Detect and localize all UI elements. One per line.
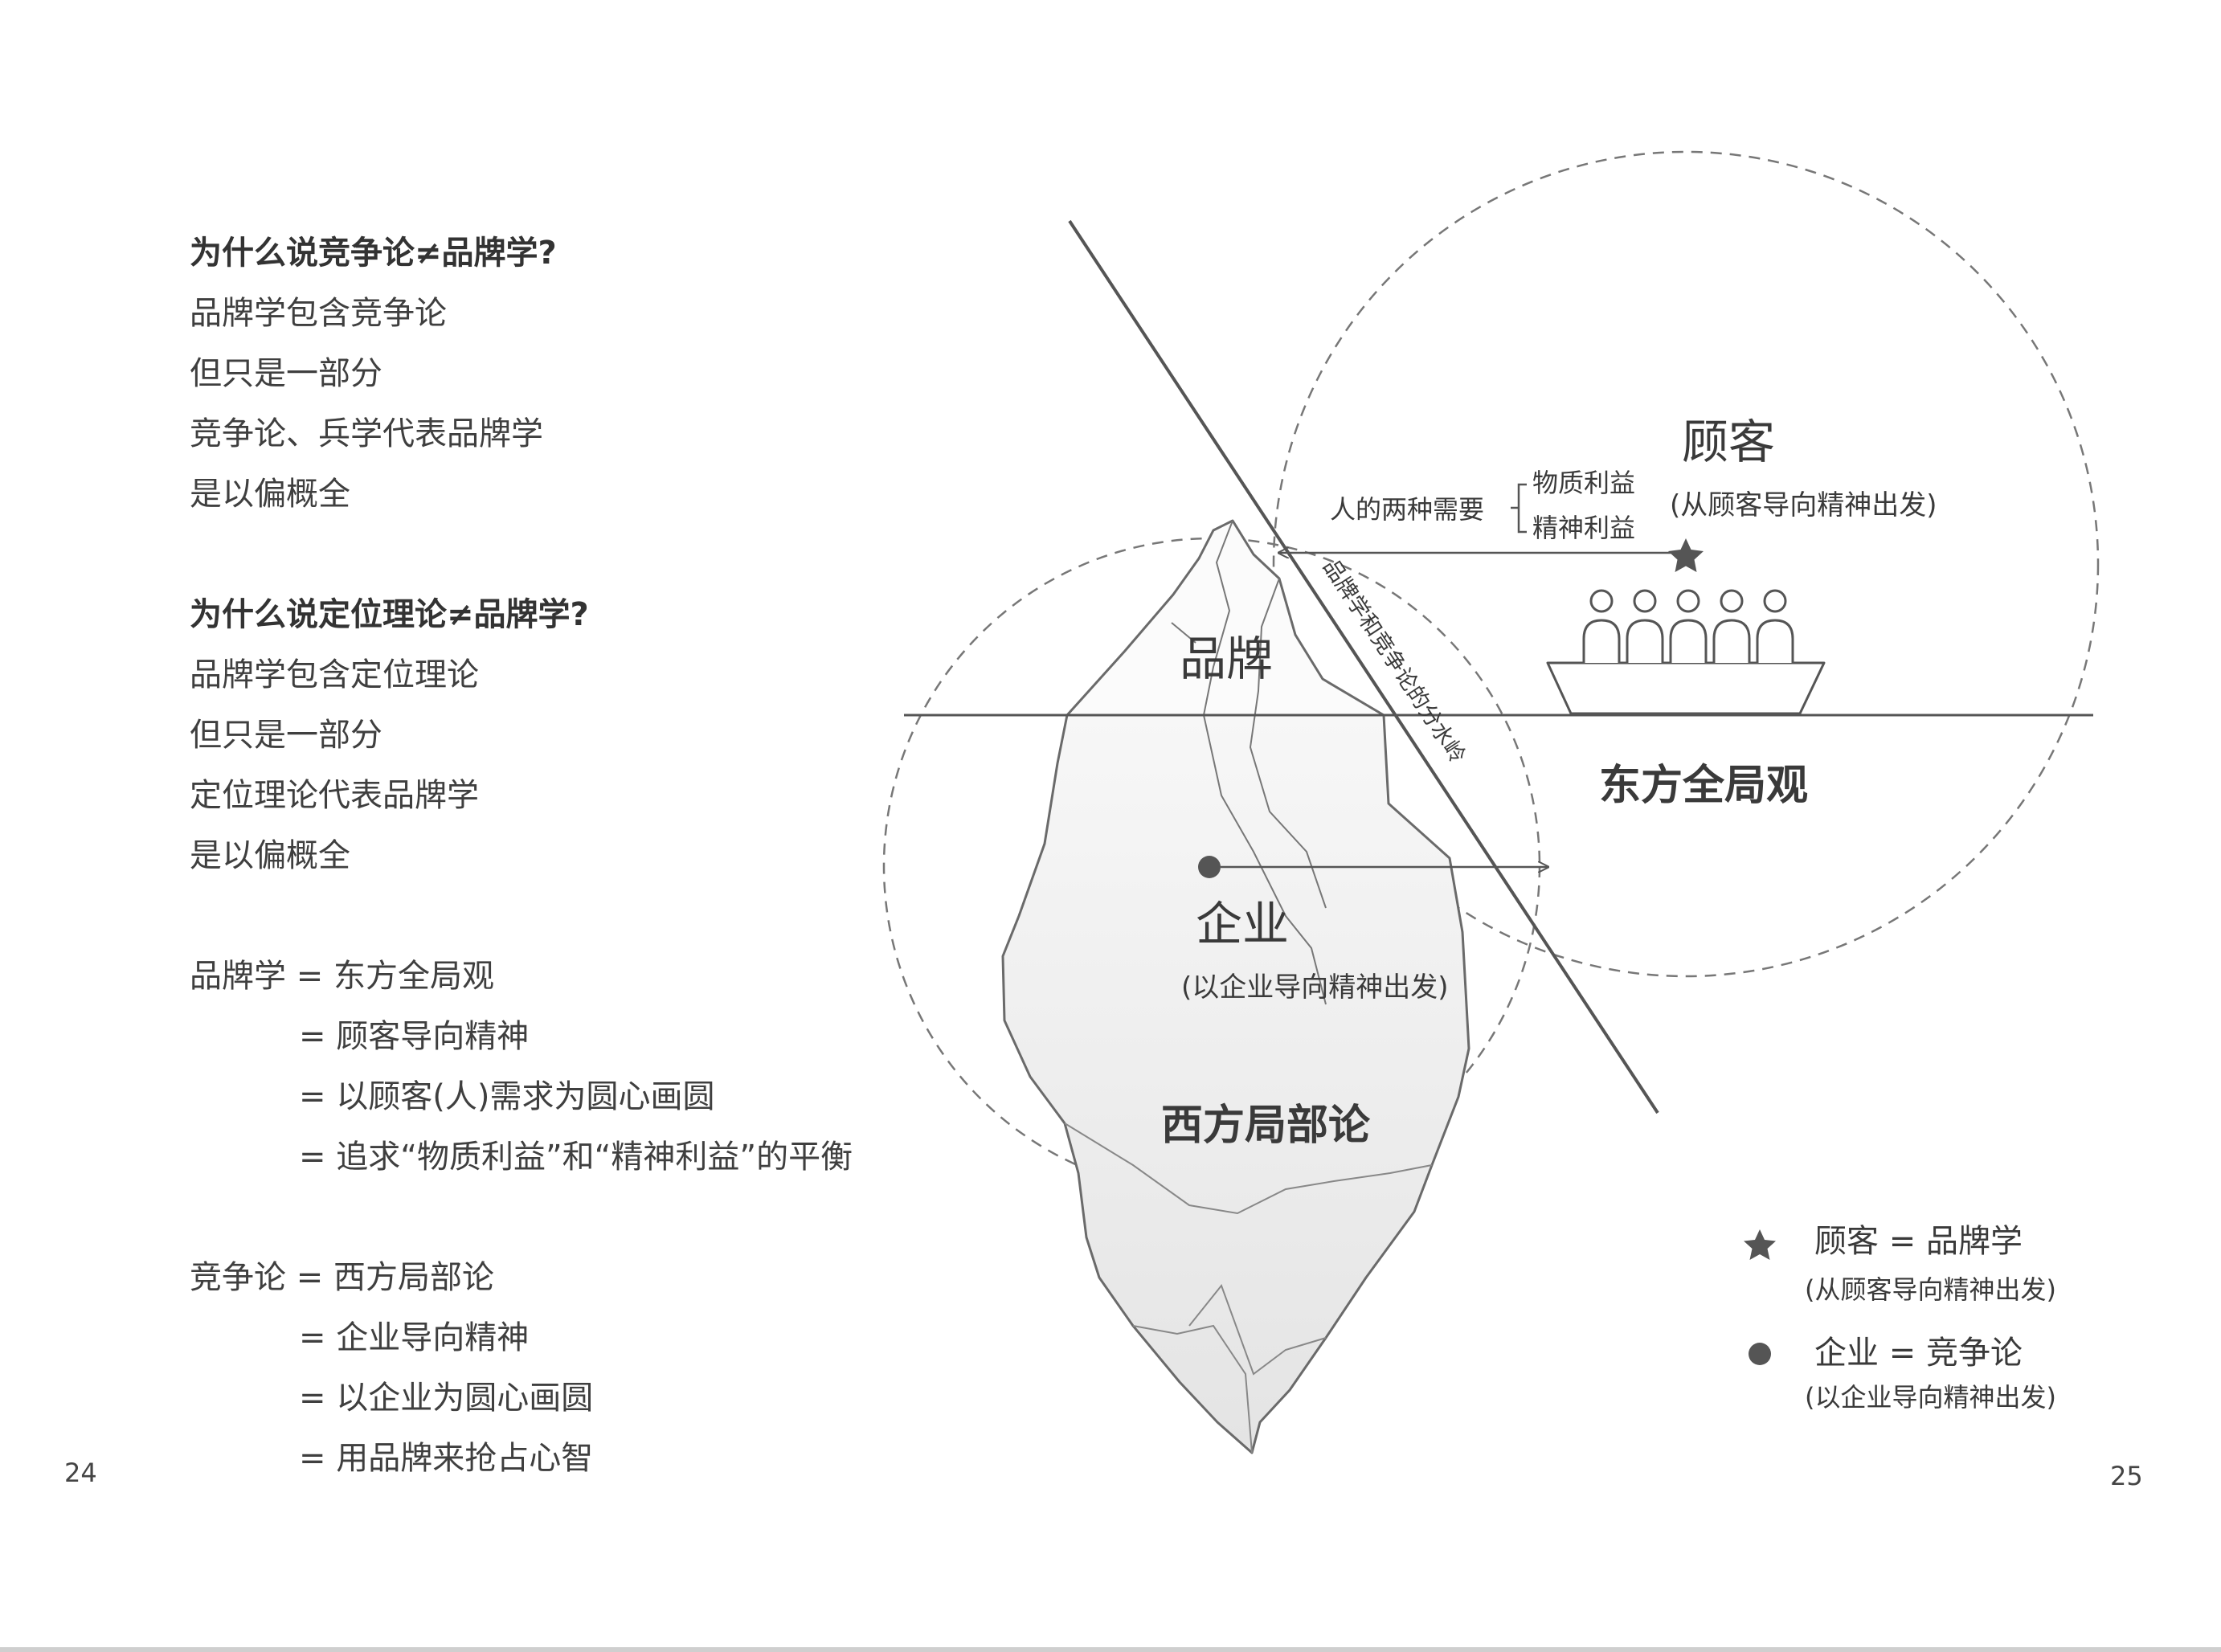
text-line: 但只是一部分 (190, 717, 382, 754)
text-line: 品牌学包含定位理论 (190, 656, 479, 693)
equation-line: = 以企业为圆心画圆 (299, 1380, 594, 1417)
iceberg-crack (1064, 1122, 1433, 1215)
need-spiritual: 精神利益 (1532, 513, 1635, 543)
customer-subtitle: (从顾客导向精神出发) (1670, 489, 1937, 521)
legend-dot-subtitle: (以企业导向精神出发) (1805, 1382, 2056, 1413)
iceberg-tip (1066, 519, 1385, 717)
iceberg-crack (1171, 622, 1196, 644)
customer-people (1582, 589, 1794, 663)
equation-line: = 以顾客(人)需求为圆心画圆 (299, 1078, 715, 1115)
page-number-right: 25 (2110, 1461, 2143, 1491)
text-line: 竞争论、兵学代表品牌学 (190, 415, 543, 452)
customer-star-icon (1668, 538, 1704, 572)
text-line: 定位理论代表品牌学 (190, 777, 479, 814)
enterprise-label: 企业 (1196, 897, 1289, 951)
western-label: 西方局部论 (1161, 1102, 1371, 1150)
legend-star-subtitle: (从顾客导向精神出发) (1805, 1274, 2056, 1305)
bottom-rule (0, 1647, 2221, 1652)
dividing-line (1068, 219, 1659, 1114)
eastern-label: 东方全局观 (1599, 762, 1808, 810)
enterprise-dot-icon (1198, 856, 1221, 878)
iceberg-crack (1188, 1283, 1327, 1376)
iceberg-underwater (1001, 714, 1470, 1454)
boat-hull (1546, 661, 1826, 715)
brand-label: 品牌 (1180, 632, 1273, 686)
equation-brand: 品牌学 = 东方全局观 (190, 958, 494, 995)
equation-line: = 顾客导向精神 (299, 1018, 530, 1055)
equation-line: = 企业导向精神 (299, 1319, 530, 1356)
legend-star-icon (1744, 1229, 1776, 1260)
page-number-left: 24 (64, 1458, 97, 1488)
needs-label: 人的两种需要 (1330, 494, 1484, 525)
text-line: 是以偏概全 (190, 476, 350, 513)
equation-line: = 用品牌来抢占心智 (299, 1440, 594, 1477)
needs-bracket (1511, 483, 1527, 534)
enterprise-subtitle: (以企业导向精神出发) (1181, 971, 1449, 1004)
legend-dot-label: 企业 = 竞争论 (1814, 1335, 2023, 1372)
text-line: 是以偏概全 (190, 837, 350, 874)
iceberg-crack (1202, 520, 1327, 1005)
customer-circle (1272, 150, 2100, 978)
customer-label: 顾客 (1682, 415, 1775, 469)
legend-star-label: 顾客 = 品牌学 (1814, 1223, 2023, 1260)
text-line: 但只是一部分 (190, 355, 382, 392)
heading-competition: 为什么说竞争论≠品牌学? (190, 235, 557, 272)
text-line: 品牌学包含竞争论 (190, 295, 447, 332)
heading-positioning: 为什么说定位理论≠品牌学? (190, 596, 589, 633)
need-material: 物质利益 (1532, 468, 1635, 498)
iceberg-crack (1249, 578, 1327, 909)
equation-competition: 竞争论 = 西方局部论 (190, 1259, 494, 1296)
legend-dot-icon (1749, 1343, 1771, 1365)
iceberg-crack (1132, 1324, 1253, 1454)
equation-line: = 追求“物质利益”和“精神利益”的平衡 (299, 1139, 853, 1176)
